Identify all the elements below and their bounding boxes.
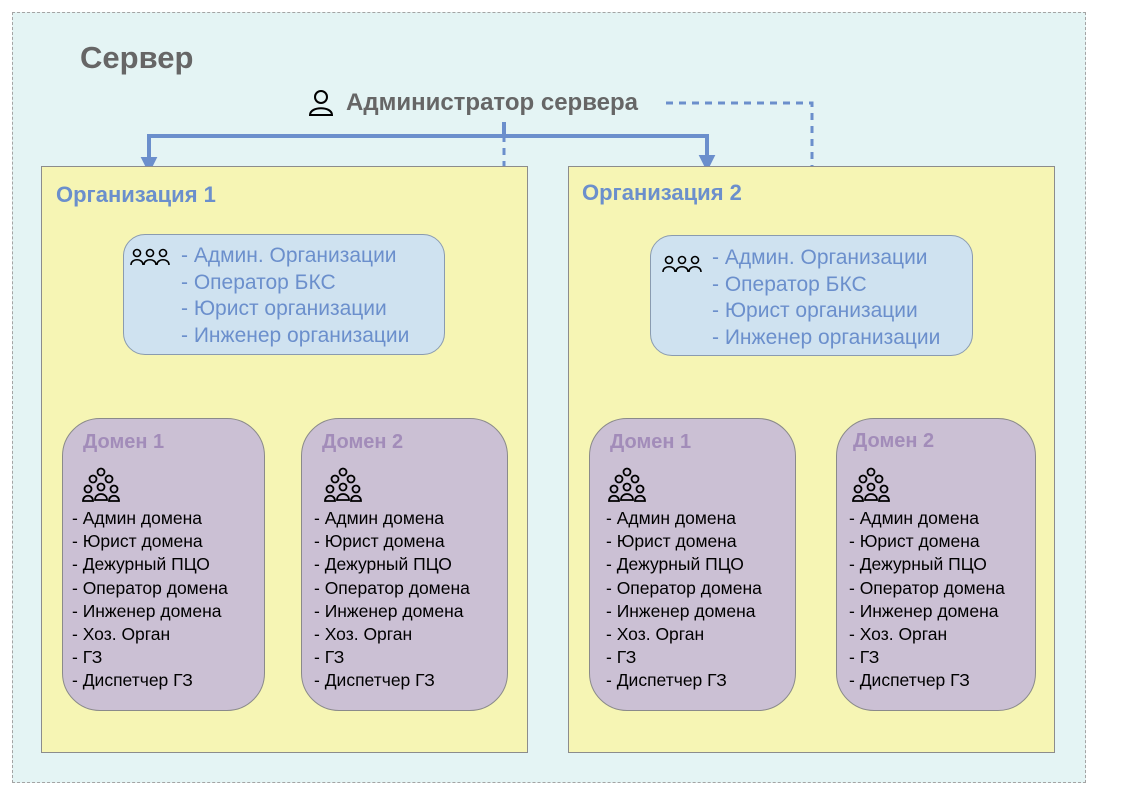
domain-role-item: - Юрист домена xyxy=(606,531,737,552)
org-role-item: - Админ. Организации xyxy=(712,246,928,269)
org-role-item: - Оператор БКС xyxy=(181,270,336,294)
domain-role-item: - Дежурный ПЦО xyxy=(849,554,987,575)
domain-role-item: - Админ домена xyxy=(72,508,203,528)
org2-domain-2 xyxy=(836,418,1036,711)
org-role-item: - Юрист организации xyxy=(712,299,918,322)
org2-domain-1-roles-list: - Админ домена - Юрист домена - Дежурный… xyxy=(606,507,762,693)
domain-role-item: - Диспетчер ГЗ xyxy=(72,670,193,691)
org1-domain-1-roles-list: - Админ домена - Юрист домена - Дежурный… xyxy=(72,507,228,693)
domain-role-item: - Юрист домена xyxy=(72,531,203,552)
server-admin: Администратор сервера xyxy=(308,86,638,120)
organization-2-roles-box xyxy=(650,235,973,356)
domain-role-item: - Оператор домена xyxy=(849,577,1005,598)
domain-role-item: - ГЗ xyxy=(849,647,880,668)
org1-domain-1-title: Домен 1 xyxy=(83,431,165,453)
organization-2-title: Организация 2 xyxy=(582,180,742,205)
domain-role-item: - Инженер домена xyxy=(606,600,756,621)
org1-domain-2 xyxy=(301,418,508,711)
domain-role-item: - Оператор домена xyxy=(606,577,762,598)
domain-role-item: - Инженер домена xyxy=(72,600,222,621)
org1-domain-2-title: Домен 2 xyxy=(322,431,404,453)
domain-role-item: - Хоз. Орган xyxy=(606,624,705,645)
domain-role-item: - Диспетчер ГЗ xyxy=(606,670,727,691)
dashed-arrow-admin-to-org2-roles xyxy=(666,101,819,234)
domain-role-item: - Хоз. Орган xyxy=(72,624,171,645)
organization-1-roles-list: - Админ. Организации - Оператор БКС - Юр… xyxy=(181,243,409,349)
arrow-admin-to-org2 xyxy=(504,134,716,172)
org-role-item: - Юрист организации xyxy=(181,297,387,320)
org-role-item: - Админ. Организации xyxy=(181,244,397,267)
organization-1-title: Организация 1 xyxy=(56,182,216,207)
org1-domain-2-roles-list: - Админ домена - Юрист домена - Дежурный… xyxy=(314,507,470,693)
user-outline-icon xyxy=(308,90,334,116)
people-group-icon xyxy=(324,467,362,502)
org2-domain-2-roles-list: - Админ домена - Юрист домена - Дежурный… xyxy=(849,507,1005,693)
domain-role-item: - Админ домена xyxy=(849,508,980,528)
domain-role-item: - Дежурный ПЦО xyxy=(72,554,210,575)
domain-role-item: - Хоз. Орган xyxy=(314,624,413,645)
domain-role-item: - ГЗ xyxy=(314,647,345,668)
org2-domain-1-title: Домен 1 xyxy=(610,431,692,453)
organization-2-roles-list: - Админ. Организации - Оператор БКС - Юр… xyxy=(712,245,940,351)
domain-role-item: - Оператор домена xyxy=(314,577,470,598)
domain-role-item: - Админ домена xyxy=(314,508,445,528)
server-title: Сервер xyxy=(80,40,194,75)
org-role-item: - Инженер организации xyxy=(712,325,941,349)
domain-role-item: - Дежурный ПЦО xyxy=(314,554,452,575)
server-admin-label: Администратор сервера xyxy=(346,89,639,116)
people-group-icon xyxy=(608,467,646,502)
domain-role-item: - Диспетчер ГЗ xyxy=(849,670,970,691)
people-group-icon xyxy=(852,467,890,502)
domain-role-item: - Юрист домена xyxy=(849,531,980,552)
org2-domain-1 xyxy=(589,418,796,711)
domain-role-item: - Оператор домена xyxy=(72,577,228,598)
organization-1-roles-box xyxy=(123,234,445,355)
org-role-item: - Оператор БКС xyxy=(712,272,867,296)
domain-role-item: - Админ домена xyxy=(606,508,737,528)
domain-role-item: - ГЗ xyxy=(72,647,103,668)
domain-role-item: - Хоз. Орган xyxy=(849,624,948,645)
domain-role-item: - Диспетчер ГЗ xyxy=(314,670,435,691)
domain-role-item: - Инженер домена xyxy=(314,600,464,621)
group-users-icon xyxy=(662,255,702,273)
arrow-admin-to-org1 xyxy=(140,122,506,174)
domain-role-item: - Инженер домена xyxy=(849,600,999,621)
domain-role-item: - Дежурный ПЦО xyxy=(606,554,744,575)
domain-role-item: - ГЗ xyxy=(606,647,637,668)
org1-domain-1 xyxy=(62,418,265,711)
people-group-icon xyxy=(82,467,120,502)
org-role-item: - Инженер организации xyxy=(181,323,410,347)
org2-domain-2-title: Домен 2 xyxy=(853,430,935,452)
domain-role-item: - Юрист домена xyxy=(314,531,445,552)
group-users-icon xyxy=(130,248,170,266)
